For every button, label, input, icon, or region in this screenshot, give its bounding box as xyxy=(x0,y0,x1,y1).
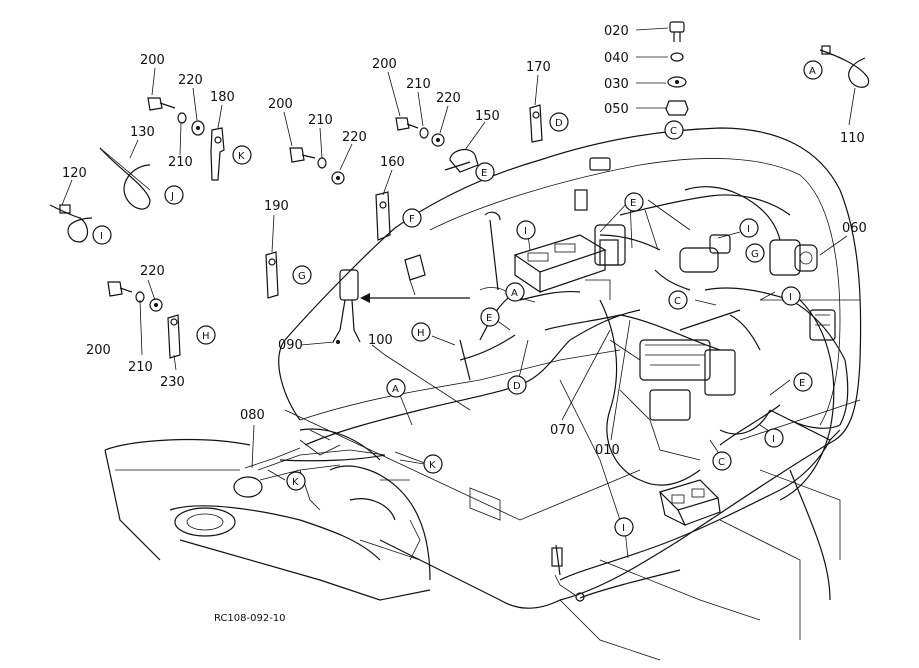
label-090: 090 xyxy=(278,338,303,353)
label-110: 110 xyxy=(840,131,865,146)
callout-C-2: C xyxy=(674,296,681,307)
callout-A-2: A xyxy=(511,288,518,299)
callout-F: F xyxy=(409,214,415,225)
label-120: 120 xyxy=(62,166,87,181)
label-210-c: 210 xyxy=(406,77,431,92)
label-200-a: 200 xyxy=(140,53,165,68)
leader-lines xyxy=(61,27,856,559)
callout-C-1: C xyxy=(670,126,677,137)
label-080: 080 xyxy=(240,408,265,423)
label-200-c: 200 xyxy=(372,57,397,72)
callout-G-1: G xyxy=(298,271,306,282)
label-100: 100 xyxy=(368,333,393,348)
callout-H-2: H xyxy=(417,328,425,339)
label-130: 130 xyxy=(130,125,155,140)
bolt-200-lowleft xyxy=(107,281,163,312)
tie-band-110 xyxy=(819,45,870,88)
label-170: 170 xyxy=(526,60,551,75)
label-180: 180 xyxy=(210,90,235,105)
clamp-150 xyxy=(444,148,479,173)
engine-components xyxy=(404,157,836,602)
drawing-code: RC108-092-10 xyxy=(214,613,286,624)
callout-J: J xyxy=(170,191,174,202)
label-220-b: 220 xyxy=(342,130,367,145)
callout-I-5: I xyxy=(772,434,775,445)
callout-A-1: A xyxy=(809,66,816,77)
label-190: 190 xyxy=(264,199,289,214)
bracket-160 xyxy=(375,191,391,241)
callout-I-1: I xyxy=(100,231,103,242)
callout-K-1: K xyxy=(238,151,245,162)
callout-E-1: E xyxy=(481,168,487,179)
clamp-120 xyxy=(49,204,93,243)
callout-I-2: I xyxy=(524,226,527,237)
callout-E-3: E xyxy=(486,313,492,324)
part-number-labels: 200 220 180 130 210 120 200 210 220 160 … xyxy=(62,24,867,458)
connector-100 xyxy=(332,269,361,344)
clip-190 xyxy=(265,251,279,299)
letter-callouts: K J I F E D C A G H I E I G C I A xyxy=(92,60,823,537)
callout-K-3: K xyxy=(292,477,299,488)
tractor-body-outline xyxy=(278,127,862,661)
clip-230 xyxy=(167,314,181,359)
label-050: 050 xyxy=(604,102,629,117)
label-040: 040 xyxy=(604,51,629,66)
label-220-c: 220 xyxy=(436,91,461,106)
callout-I-6: I xyxy=(622,523,625,534)
label-030: 030 xyxy=(604,77,629,92)
label-200-d: 200 xyxy=(86,343,111,358)
label-070: 070 xyxy=(550,423,575,438)
callout-I-4: I xyxy=(789,292,792,303)
bolt-200-topleft xyxy=(147,97,205,136)
callout-H-1: H xyxy=(202,331,210,342)
label-210-d: 210 xyxy=(128,360,153,375)
label-160: 160 xyxy=(380,155,405,170)
label-220-a: 220 xyxy=(178,73,203,88)
label-020: 020 xyxy=(604,24,629,39)
label-230: 230 xyxy=(160,375,185,390)
label-210-b: 210 xyxy=(308,113,333,128)
callout-G-2: G xyxy=(751,249,759,260)
tie-band-130 xyxy=(99,147,151,210)
callout-D-1: D xyxy=(555,118,563,129)
bolt-200-mid xyxy=(289,147,345,185)
callout-I-3: I xyxy=(747,224,750,235)
label-210-a: 210 xyxy=(168,155,193,170)
clip-180 xyxy=(210,127,225,181)
bolt-200-upper xyxy=(395,117,445,147)
arrow-to-connector xyxy=(360,293,470,303)
label-200-b: 200 xyxy=(268,97,293,112)
callout-E-2: E xyxy=(630,198,636,209)
callout-C-3: C xyxy=(718,457,725,468)
callout-E-4: E xyxy=(799,378,805,389)
label-010: 010 xyxy=(595,443,620,458)
bolt-stack-020-050 xyxy=(665,21,689,116)
label-220-d: 220 xyxy=(140,264,165,279)
callout-D-2: D xyxy=(513,381,521,392)
label-060: 060 xyxy=(842,221,867,236)
clip-170 xyxy=(529,104,543,143)
callout-A-3: A xyxy=(392,384,399,395)
front-axle-area xyxy=(104,428,431,601)
callout-K-2: K xyxy=(429,460,436,471)
label-150: 150 xyxy=(475,109,500,124)
